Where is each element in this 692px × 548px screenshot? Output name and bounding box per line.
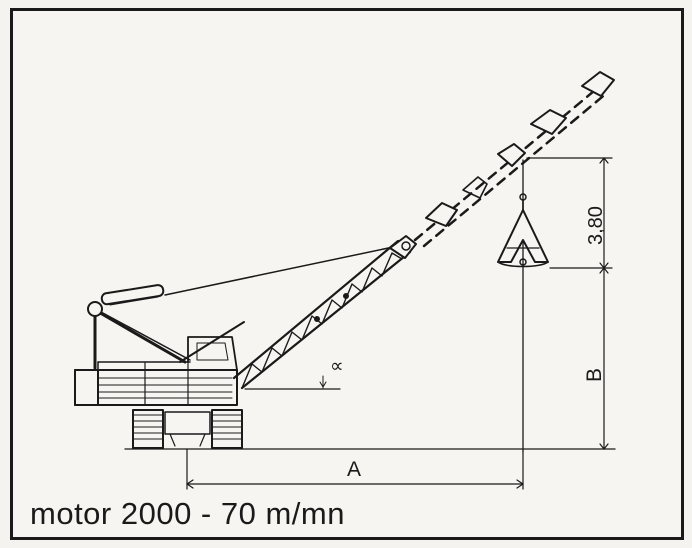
lattice-boom xyxy=(232,239,412,390)
dimension-a-label: A xyxy=(347,458,361,481)
dimension-lines xyxy=(186,157,613,490)
clamshell-grab-bucket-icon xyxy=(497,193,549,268)
angle-indicator xyxy=(244,375,341,390)
height-380-label: 3,80 xyxy=(585,206,607,245)
dimension-b-label: B xyxy=(583,368,606,382)
diagram-frame xyxy=(10,8,684,540)
boom-extension-dashed xyxy=(413,71,615,248)
crawler-crane-icon xyxy=(74,245,399,449)
motor-speed-caption: motor 2000 - 70 m/mn xyxy=(30,496,345,531)
angle-label: ∝ xyxy=(330,356,344,377)
boom-head-icon xyxy=(389,235,417,259)
